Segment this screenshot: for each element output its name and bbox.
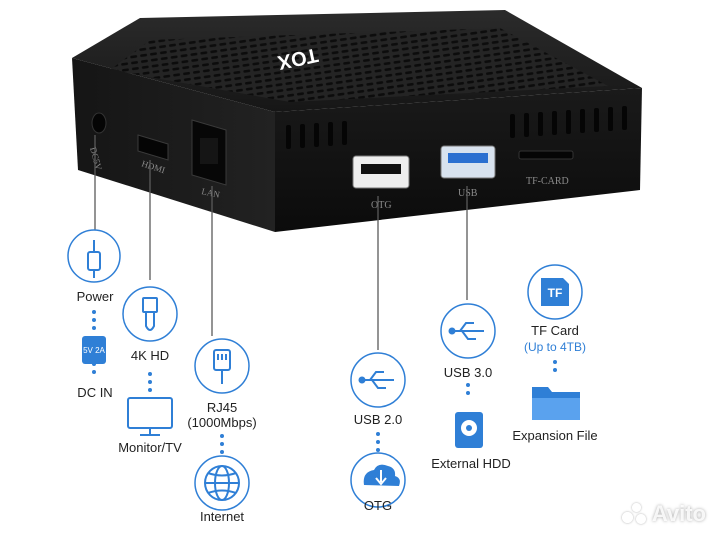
power-adapter-icon: [82, 336, 106, 364]
power-label: Power: [76, 289, 114, 304]
hard-drive-icon: [455, 412, 483, 448]
watermark: Avito: [621, 501, 706, 527]
tv-box-device: TOX: [72, 10, 642, 232]
globe-icon: [204, 465, 240, 501]
vent-grille: [110, 28, 608, 102]
usb3-label: USB 3.0: [443, 365, 493, 380]
usb3-symbol-icon: [448, 322, 484, 340]
usb-port-label: USB: [458, 188, 478, 199]
monitor-label: Monitor/TV: [118, 440, 182, 455]
dc-port: [91, 112, 107, 134]
power-circle: [67, 229, 121, 283]
device-left-side: [72, 58, 275, 232]
hdmi-cable-icon: [142, 297, 158, 331]
hdmi-label: 4K HD: [130, 348, 170, 363]
dotted-connectors: [92, 310, 557, 454]
rj45-speed-label: (1000Mbps): [187, 415, 257, 430]
watermark-text: Avito: [651, 501, 706, 526]
otg-label: OTG: [363, 498, 393, 513]
tf-port-label: TF-CARD: [526, 176, 569, 187]
tf-card-label: TF Card: [531, 323, 579, 338]
usb2-label: USB 2.0: [353, 412, 403, 427]
external-hdd-label: External HDD: [431, 456, 511, 471]
power-badge: 5V 2A: [83, 346, 105, 355]
internet-label: Internet: [199, 509, 245, 524]
connector-lines: [94, 135, 468, 350]
sd-card-icon-label: TF: [548, 286, 563, 300]
expansion-file-label: Expansion File: [512, 428, 598, 443]
sd-card-icon: [541, 278, 569, 306]
tf-slot: [518, 150, 574, 160]
power-plug-icon: [87, 240, 101, 278]
hdmi-circle: [122, 286, 178, 342]
avito-logo-icon: [621, 503, 648, 525]
monitor-icon: [127, 397, 173, 436]
lan-circle: [194, 338, 250, 394]
lan-port-label: LAN: [201, 186, 222, 200]
rj45-label: RJ45: [206, 400, 238, 415]
ethernet-plug-icon: [213, 349, 231, 384]
dc-in-label: DC IN: [77, 385, 113, 400]
hdmi-port: [137, 134, 169, 161]
usb-symbol-icon: [358, 371, 394, 389]
cloud-download-icon: [363, 464, 400, 486]
otg-port-label: OTG: [371, 200, 392, 211]
tf-capacity-label: (Up to 4TB): [523, 340, 587, 354]
folder-icon: [532, 387, 580, 420]
